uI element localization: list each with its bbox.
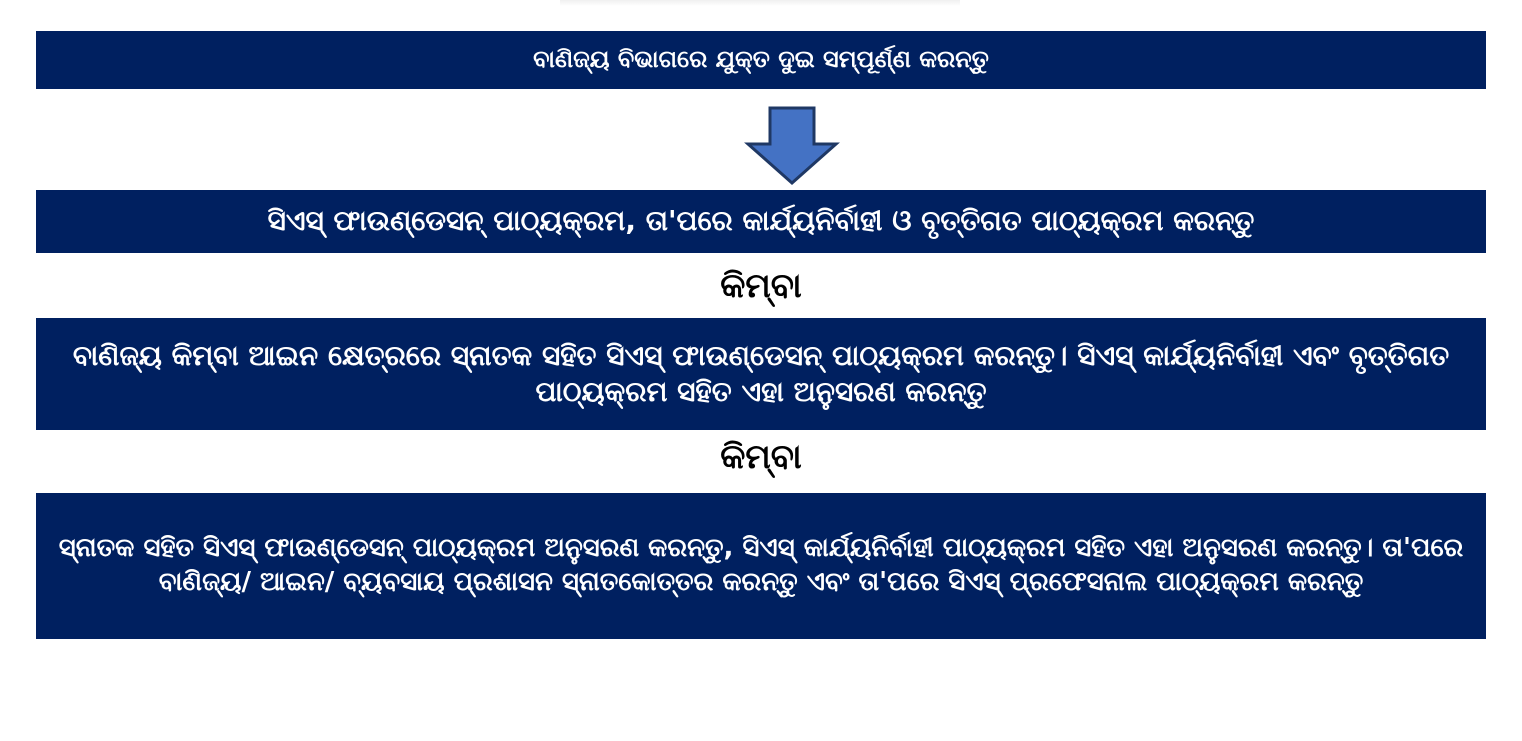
or-label-2: କିମ୍ବା [720,437,802,477]
step-box-3: ବାଣିଜ୍ୟ କିମ୍ବା ଆଇନ କ୍ଷେତ୍ରରେ ସ୍ନାତକ ସହିତ… [36,318,1486,430]
step-box-4: ସ୍ନାତକ ସହିତ ସିଏସ୍ ଫାଉଣ୍ଡେସନ୍ ପାଠ୍ୟକ୍ରମ ଅ… [36,493,1486,639]
or-label-1: କିମ୍ବା [720,266,802,306]
step-box-1: ବାଣିଜ୍ୟ ବିଭାଗରେ ଯୁକ୍ତ ଦୁଇ ସମ୍ପୂର୍ଣ୍ଣ କରନ… [36,31,1486,89]
down-arrow-icon [744,106,840,186]
step-box-2: ସିଏସ୍ ଫାଉଣ୍ଡେସନ୍ ପାଠ୍ୟକ୍ରମ, ତା'ପରେ କାର୍ଯ… [36,190,1486,253]
top-shadow [560,0,960,6]
